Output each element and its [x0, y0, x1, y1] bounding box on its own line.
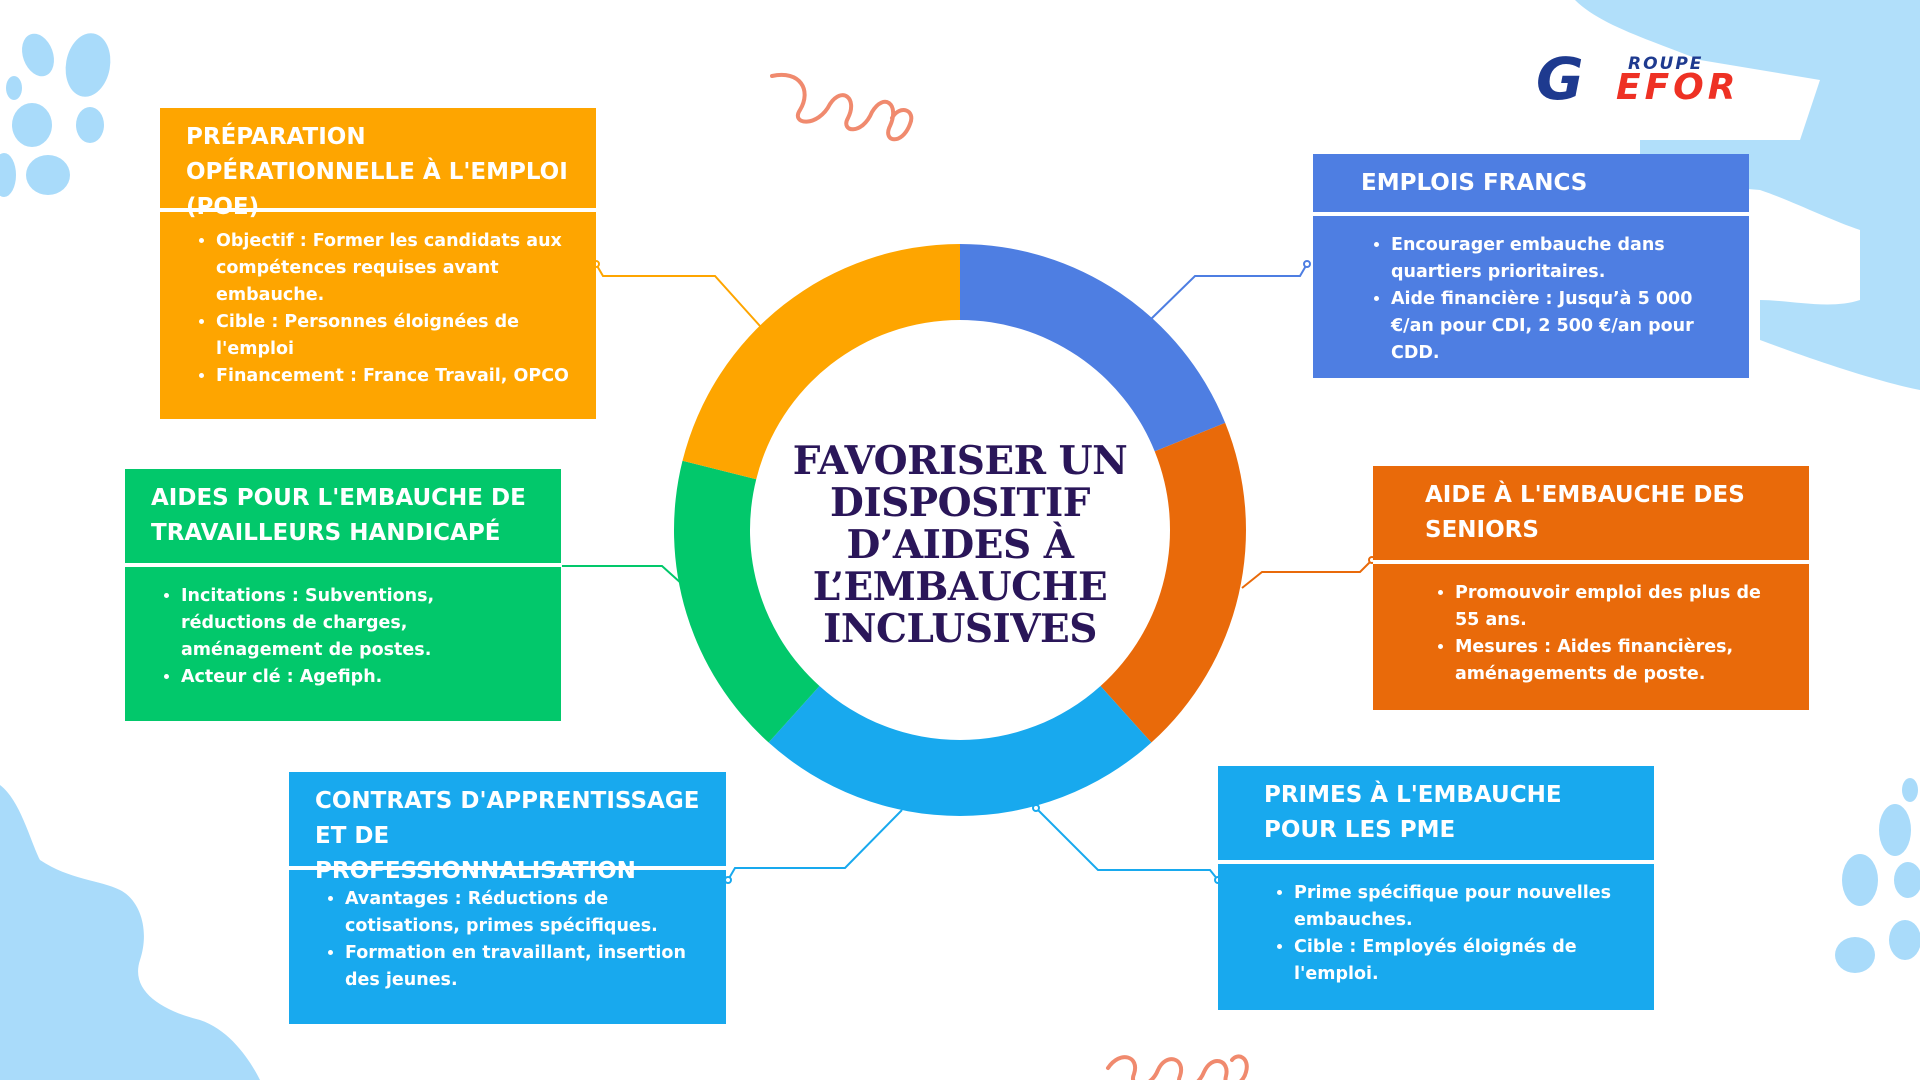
connector-francs — [1149, 263, 1308, 321]
card-poe-item: Objectif : Former les candidats aux comp… — [216, 228, 572, 309]
card-pme-list: Prime spécifique pour nouvelles embauche… — [1218, 864, 1654, 988]
card-handicap-list: Incitations : Subventions, réductions de… — [125, 567, 561, 691]
card-poe-item: Cible : Personnes éloignées de l'emploi — [216, 309, 572, 363]
card-francs-item: Aide financière : Jusqu’à 5 000 €/an pou… — [1391, 286, 1725, 367]
card-apprentissage: CONTRATS D'APPRENTISSAGE ET DE PROFESSIO… — [289, 772, 726, 1024]
brush-decoration-top-right — [1575, 0, 1920, 390]
connector-handicap — [562, 565, 683, 585]
logo-letter-g: G — [1536, 45, 1584, 113]
brush-decoration-bottom-left — [0, 785, 260, 1080]
card-apprentissage-title: CONTRATS D'APPRENTISSAGE ET DE PROFESSIO… — [289, 772, 726, 884]
card-handicap-item: Incitations : Subventions, réductions de… — [181, 583, 537, 664]
card-pme-item: Prime spécifique pour nouvelles embauche… — [1294, 880, 1630, 934]
logo-groupe-text: ROUPE — [1628, 54, 1704, 74]
card-seniors-item: Mesures : Aides financières, aménagement… — [1455, 634, 1785, 688]
card-pme-title: PRIMES À L'EMBAUCHE POUR LES PME — [1218, 766, 1654, 864]
card-poe: PRÉPARATION OPÉRATIONNELLE À L'EMPLOI (P… — [160, 108, 596, 419]
connector-pme — [1035, 807, 1219, 881]
ring-segment-emplois-francs — [960, 244, 1226, 452]
paw-decoration-top-left — [0, 33, 111, 197]
groupe-gefor-logo: G ROUPE EFOR — [1536, 45, 1876, 113]
connector-seniors — [1241, 559, 1373, 589]
card-apprentissage-item: Avantages : Réductions de cotisations, p… — [345, 886, 702, 940]
squiggle-decoration-top — [770, 72, 914, 142]
card-poe-item: Financement : France Travail, OPCO — [216, 363, 572, 390]
card-poe-list: Objectif : Former les candidats aux comp… — [160, 212, 596, 390]
card-emplois-francs: EMPLOIS FRANCS Encourager embauche dans … — [1313, 154, 1749, 378]
connector-apprentissage — [727, 809, 903, 881]
card-poe-title: PRÉPARATION OPÉRATIONNELLE À L'EMPLOI (P… — [160, 108, 596, 220]
ring-segment-seniors — [1100, 422, 1246, 743]
card-apprentissage-list: Avantages : Réductions de cotisations, p… — [289, 870, 726, 994]
central-ring — [674, 244, 1246, 817]
ring-segment-poe — [682, 244, 960, 480]
card-francs-item: Encourager embauche dans quartiers prior… — [1391, 232, 1725, 286]
card-francs-title: EMPLOIS FRANCS — [1313, 154, 1749, 216]
card-handicap: AIDES POUR L'EMBAUCHE DE TRAVAILLEURS HA… — [125, 469, 561, 721]
central-title: FAVORISER UN DISPOSITIF D’AIDES À L’EMBA… — [792, 438, 1128, 652]
ring-segment-handicap — [674, 460, 820, 743]
card-seniors: AIDE À L'EMBAUCHE DES SENIORS Promouvoir… — [1373, 466, 1809, 710]
card-pme-item: Cible : Employés éloignés de l'emploi. — [1294, 934, 1630, 988]
paw-decoration-bottom-right — [1835, 778, 1920, 973]
card-pme: PRIMES À L'EMBAUCHE POUR LES PME Prime s… — [1218, 766, 1654, 1010]
card-seniors-list: Promouvoir emploi des plus de 55 ans. Me… — [1373, 564, 1809, 688]
card-handicap-title: AIDES POUR L'EMBAUCHE DE TRAVAILLEURS HA… — [125, 469, 561, 567]
connector-poe — [595, 263, 761, 327]
squiggle-decoration-bottom — [1106, 1054, 1249, 1080]
card-apprentissage-item: Formation en travaillant, insertion des … — [345, 940, 702, 994]
card-francs-list: Encourager embauche dans quartiers prior… — [1313, 216, 1749, 367]
card-seniors-item: Promouvoir emploi des plus de 55 ans. — [1455, 580, 1785, 634]
card-handicap-item: Acteur clé : Agefiph. — [181, 664, 537, 691]
ring-segment-apprentissage-pme — [768, 686, 1152, 817]
card-seniors-title: AIDE À L'EMBAUCHE DES SENIORS — [1373, 466, 1809, 564]
logo-efor-text: EFOR — [1616, 67, 1740, 108]
